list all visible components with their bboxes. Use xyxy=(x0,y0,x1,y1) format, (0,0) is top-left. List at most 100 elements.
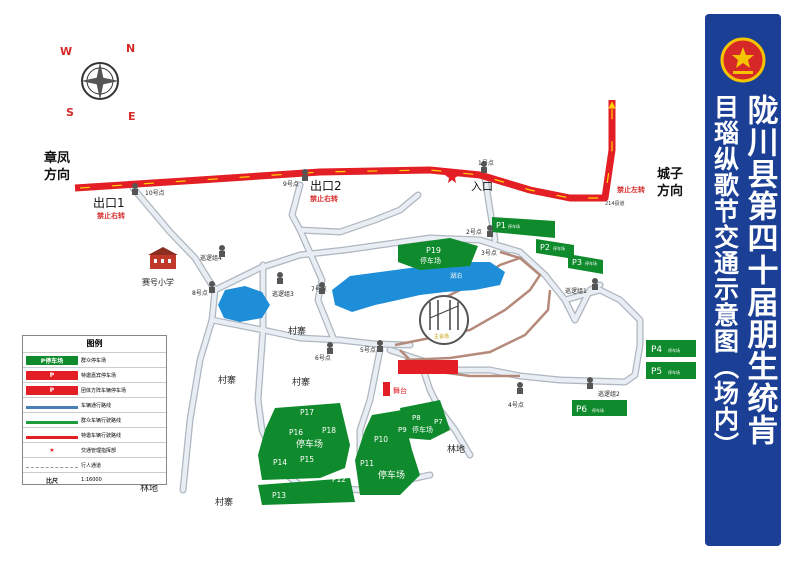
compass-s: S xyxy=(66,106,74,119)
parking-lot-west-south xyxy=(258,478,355,505)
compass-e: E xyxy=(128,110,136,123)
parking-p10: P10 xyxy=(374,435,388,444)
police-emblem-icon xyxy=(720,37,766,83)
legend-row: ★ 交通管理指挥部 xyxy=(23,442,166,457)
parking-p15: P15 xyxy=(300,455,314,464)
parking-p1 xyxy=(492,217,555,238)
main-road-direction xyxy=(79,101,616,199)
compass-icon: W N S E xyxy=(60,42,136,123)
traffic-officer-icon xyxy=(219,245,225,257)
school-label: 赛号小学 xyxy=(142,277,174,287)
parking-east-caption: 停车场 xyxy=(412,425,433,434)
point-4: 4号点 xyxy=(508,401,524,409)
traffic-officer-icon xyxy=(517,382,523,394)
legend-text: 群众停车场 xyxy=(81,357,107,364)
legend-symbol: ★ xyxy=(49,446,55,454)
patrol-2: 巡逻组2 xyxy=(598,390,620,398)
legend-symbol xyxy=(26,463,78,468)
lake-label: 湖泊 xyxy=(450,272,462,280)
parking-p6-id: P6 xyxy=(576,405,587,415)
parking-p5-caption: 停车场 xyxy=(668,369,680,375)
traffic-officer-icon xyxy=(319,282,325,294)
exit1-label: 出口1 xyxy=(93,196,125,210)
point-9: 9号点 xyxy=(283,180,299,188)
parking-p8: P8 xyxy=(412,414,421,422)
traffic-officer-icon xyxy=(277,272,283,284)
main-road xyxy=(74,100,616,202)
parking-lot-west xyxy=(258,403,350,480)
legend-text: 交通管理指挥部 xyxy=(81,447,117,454)
patrol-1: 巡逻组1 xyxy=(565,287,587,295)
parking-west-caption: 停车场 xyxy=(296,438,323,450)
exit2-rule: 禁止右转 xyxy=(309,194,338,203)
stage-label: 舞台 xyxy=(393,386,407,395)
venue-label: 主会场 xyxy=(434,333,449,340)
exit2-label: 出口2 xyxy=(310,179,342,193)
area-village-4: 村寨 xyxy=(215,496,233,508)
traffic-officer-icon xyxy=(377,340,383,352)
legend-row: 行人通道 xyxy=(23,457,166,472)
point-7: 7号点 xyxy=(311,285,327,293)
legend-row: 特邀车辆行驶路线 xyxy=(23,427,166,442)
parking-p1-caption: 停车场 xyxy=(508,223,520,229)
traffic-officer-icon xyxy=(209,281,215,293)
lake-main xyxy=(332,262,505,312)
parking-lot-mid xyxy=(355,410,420,495)
entrance-rule: 禁止左转 xyxy=(616,185,645,194)
traffic-officer-icon xyxy=(327,342,333,354)
legend-row: P停车场群众停车场 xyxy=(23,352,166,367)
legend-title: 图例 xyxy=(86,339,103,348)
legend-text: 群众车辆行驶路线 xyxy=(81,417,122,424)
vip-parking-p xyxy=(398,360,458,374)
parking-p14: P14 xyxy=(273,458,287,467)
parking-p3-id: P3 xyxy=(572,258,582,267)
legend-symbol: P xyxy=(26,370,78,380)
lake-west xyxy=(218,286,270,322)
legend-text: 车辆通行路线 xyxy=(81,402,112,409)
point-6: 6号点 xyxy=(315,354,331,362)
patrol-3: 巡逻组3 xyxy=(272,290,294,298)
area-forest-2: 林地 xyxy=(447,443,465,455)
legend-row: 车辆通行路线 xyxy=(23,397,166,412)
legend-text: 团体方阵车辆停车场 xyxy=(81,387,127,394)
legend-row: 群众车辆行驶路线 xyxy=(23,412,166,427)
parking-p1-id: P1 xyxy=(496,221,506,230)
point-8: 8号点 xyxy=(192,289,208,297)
parking-p2-id: P2 xyxy=(540,243,550,252)
patrol-4: 巡逻组4 xyxy=(200,254,222,262)
parking-p5 xyxy=(646,362,696,379)
star-icon xyxy=(445,170,459,183)
west-direction-label: 章凤方向 xyxy=(44,150,72,184)
parking-p16: P16 xyxy=(289,428,303,437)
parking-p2-caption: 停车场 xyxy=(553,245,565,251)
area-village-1: 村寨 xyxy=(288,325,306,337)
legend-text: 特邀嘉宾停车场 xyxy=(81,372,117,379)
school-icon xyxy=(148,247,178,269)
legend-text: 行人通道 xyxy=(81,462,102,469)
entrance-label: 入口 xyxy=(471,180,493,193)
legend-symbol xyxy=(26,417,78,424)
parking-p3 xyxy=(568,254,603,274)
area-village-2: 村寨 xyxy=(218,374,236,386)
title-line-1: 陇川县第四十届朋生统肯 xyxy=(741,94,778,446)
title-panel: 陇川县第四十届朋生统肯 目瑙纵歌节交通示意图（场内） xyxy=(705,14,781,546)
legend-symbol: 比尺 xyxy=(45,477,58,485)
parking-p4-caption: 停车场 xyxy=(668,347,680,353)
parking-lot-east xyxy=(400,400,450,440)
parking-p12: P12 xyxy=(332,475,346,484)
traffic-officer-icon xyxy=(587,377,593,389)
legend-symbol xyxy=(26,402,78,409)
point-2: 2号点 xyxy=(466,228,482,236)
road-label: 214县道 xyxy=(605,200,625,207)
stage-icon xyxy=(383,382,390,396)
title-line-2: 目瑙纵歌节交通示意图（场内） xyxy=(710,94,740,458)
road-network xyxy=(130,175,643,493)
traffic-officer-icon xyxy=(487,225,493,237)
parking-p19 xyxy=(398,238,478,270)
